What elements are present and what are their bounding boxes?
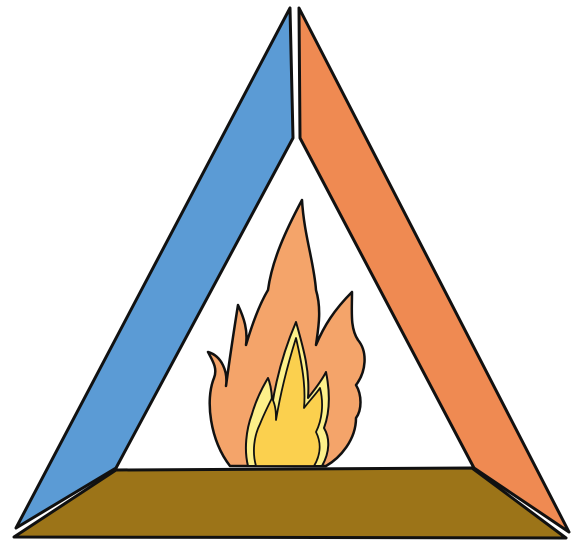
fire-triangle-diagram <box>0 0 574 546</box>
